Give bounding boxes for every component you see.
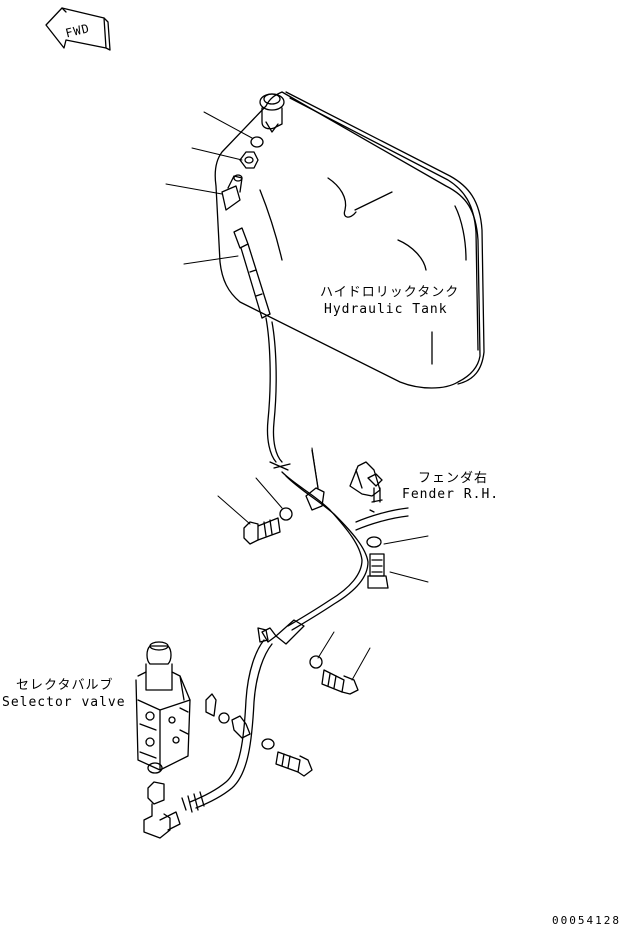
hydraulic-tank-label-en: Hydraulic Tank	[324, 302, 448, 317]
lower-bolt-1	[321, 669, 359, 695]
hydraulic-tank-label-jp: ハイドロリックタンク	[320, 285, 460, 300]
fender-label-en: Fender R.H.	[402, 487, 500, 502]
fender-bolt	[367, 553, 389, 589]
lower-clamp-left	[205, 693, 217, 717]
hex-nut	[239, 151, 259, 169]
lower-washer-2	[218, 712, 230, 724]
lower-elbow-fitting	[143, 781, 181, 839]
lower-clamp-mid	[231, 715, 251, 739]
tank-tube	[233, 227, 271, 319]
filler-cap	[259, 93, 285, 133]
elbow-fitting	[221, 174, 243, 211]
fender-label-jp: フェンダ右	[418, 471, 489, 486]
hose-line	[265, 317, 369, 631]
leader-lines	[165, 111, 429, 681]
selector-valve-label-jp: セレクタバルブ	[16, 678, 114, 693]
hose-coupling	[261, 619, 305, 645]
fender-edge	[355, 507, 409, 531]
lower-pipe	[181, 639, 273, 813]
fender-bracket	[349, 461, 383, 513]
upper-washer	[279, 507, 293, 521]
hydraulic-tank	[214, 91, 485, 389]
upper-clamp	[305, 449, 325, 511]
selector-valve	[135, 641, 191, 771]
selector-valve-label-en: Selector valve	[2, 695, 126, 710]
fender-washer	[366, 536, 382, 548]
o-ring	[250, 136, 264, 148]
fwd-arrow-icon	[45, 7, 111, 51]
part-number: 00054128	[552, 914, 621, 927]
upper-bolt	[243, 517, 281, 545]
valve-o-ring	[147, 762, 163, 774]
lower-washer-1	[309, 655, 323, 669]
lower-bolt-2	[275, 751, 313, 777]
lower-washer-3	[261, 738, 275, 750]
lower-clamp-upper	[257, 627, 269, 643]
